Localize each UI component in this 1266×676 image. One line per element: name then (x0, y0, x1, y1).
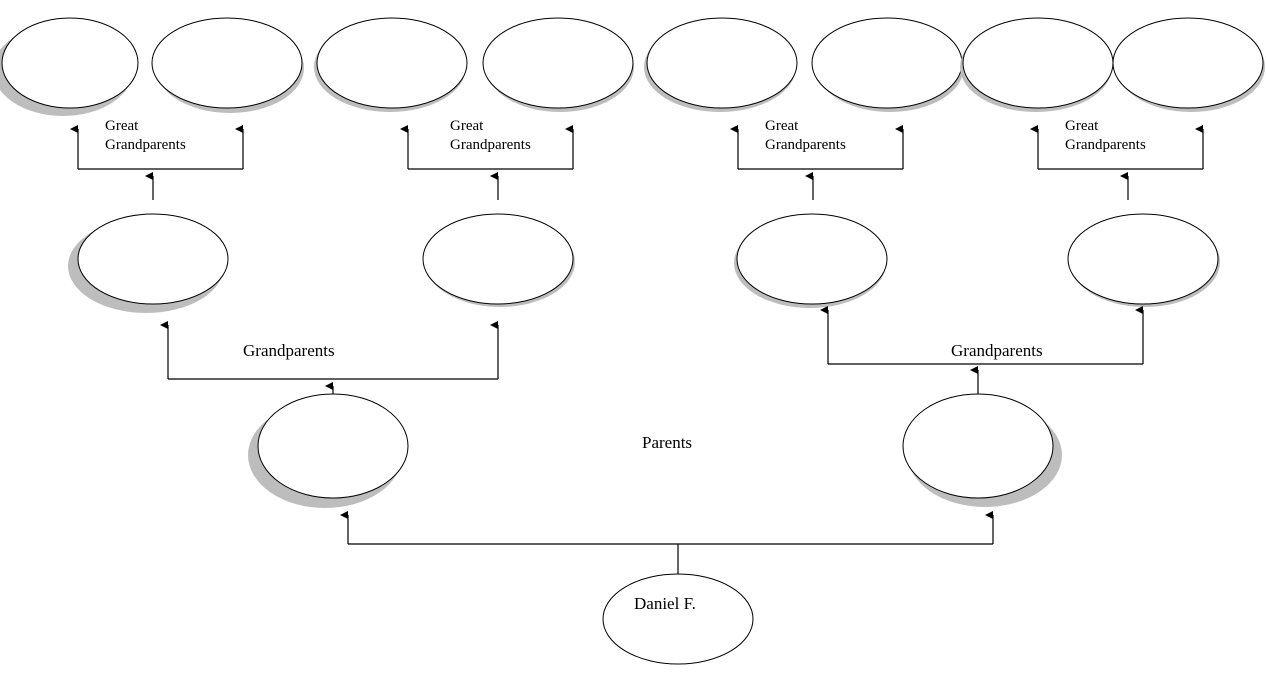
grandparent-oval-1 (68, 213, 229, 313)
great-grandparent-oval-1 (0, 17, 139, 116)
great-grandparent-connectors (70, 125, 1204, 200)
parent-oval-left (248, 393, 409, 508)
great-grandparent-oval-5 (644, 17, 798, 112)
great-grandparent-ovals (0, 17, 1265, 116)
grandparent-ovals (68, 213, 1220, 313)
parents-label: Parents (642, 433, 692, 452)
great-grandparent-oval-4 (482, 17, 634, 112)
grandparent-oval-2 (422, 213, 575, 307)
parent-ovals (248, 393, 1062, 508)
great-grandparents-labels: Great Grandparents Great Grandparents Gr… (105, 118, 1146, 153)
great-grandparents-label-2-line-2: Grandparents (450, 137, 531, 153)
great-grandparents-label-1-line-2: Grandparents (105, 137, 186, 153)
grandparent-oval-3 (734, 213, 888, 308)
parent-connectors (340, 511, 994, 574)
great-grandparents-label-4-line-2: Grandparents (1065, 137, 1146, 153)
root-person-oval (602, 573, 754, 665)
great-grandparents-label-1-line-1: Great (105, 118, 139, 134)
grandparent-oval-4 (1067, 213, 1220, 307)
great-grandparent-oval-6 (811, 17, 964, 112)
grandparents-label-left: Grandparents (243, 341, 335, 360)
grandparent-connectors (160, 306, 1144, 394)
great-grandparent-oval-7 (960, 17, 1114, 112)
great-grandparents-label-2-line-1: Great (450, 118, 484, 134)
great-grandparents-label-4-line-1: Great (1065, 118, 1099, 134)
root-person-name: Daniel F. (634, 594, 696, 613)
grandparents-label-right: Grandparents (951, 341, 1043, 360)
great-grandparent-oval-3 (314, 17, 468, 112)
parent-oval-right (902, 393, 1062, 507)
great-grandparent-oval-2 (151, 17, 304, 113)
great-grandparent-oval-8 (1112, 17, 1265, 112)
great-grandparents-label-3-line-2: Grandparents (765, 137, 846, 153)
great-grandparents-label-3-line-1: Great (765, 118, 799, 134)
